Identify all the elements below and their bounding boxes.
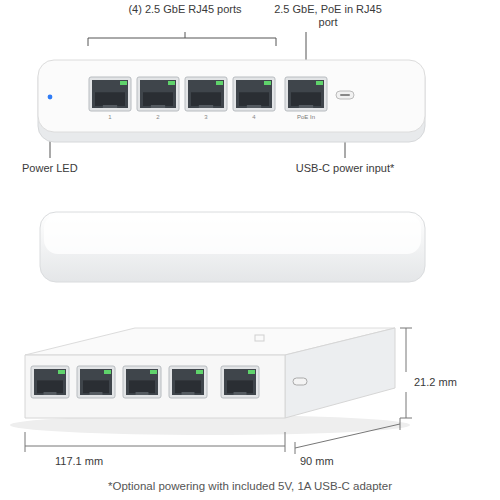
illustration-part xyxy=(44,214,421,254)
rj45-port-latch xyxy=(234,392,247,395)
rj45-port xyxy=(137,77,179,111)
illustration-part xyxy=(336,91,354,99)
poe-port-callout: 2.5 GbE, PoE in RJ45 port xyxy=(272,3,384,29)
rj45-port-led xyxy=(316,81,323,85)
rj45-port-latch xyxy=(299,105,313,108)
illustration-part xyxy=(400,328,412,418)
rj45-port-latch xyxy=(103,105,117,108)
illustration-part xyxy=(185,32,186,38)
illustration-part xyxy=(295,418,400,454)
illustration-part xyxy=(40,212,425,282)
rj45-port-contacts xyxy=(95,92,125,106)
port-number: 2 xyxy=(152,113,164,121)
rj45-port-contacts xyxy=(143,92,173,106)
rj45-port-led xyxy=(168,81,175,85)
rj45-port-contacts xyxy=(239,92,269,106)
rj45-port-led xyxy=(120,81,127,85)
rj45-port-led xyxy=(264,81,271,85)
rj45-port-latch xyxy=(90,392,103,395)
port-group-callout: (4) 2.5 GbE RJ45 ports xyxy=(120,3,250,16)
rj45-port-opening xyxy=(140,80,176,108)
rj45-port-opening xyxy=(288,80,324,108)
rj45-port-led xyxy=(196,370,203,374)
rj45-port-opening xyxy=(80,369,112,395)
rj45-port-latch xyxy=(136,392,149,395)
rj45-port-opening xyxy=(236,80,272,108)
rj45-port-contacts xyxy=(291,92,321,106)
rj45-port-latch xyxy=(182,392,195,395)
height-dimension: 21.2 mm xyxy=(412,376,459,389)
width-dimension: 117.1 mm xyxy=(55,455,135,468)
rj45-port xyxy=(221,366,259,398)
illustration-part xyxy=(285,328,395,418)
rj45-port xyxy=(185,77,227,111)
footnote: *Optional powering with included 5V, 1A … xyxy=(0,480,500,494)
port-number: 4 xyxy=(248,113,260,121)
rj45-port-latch xyxy=(151,105,165,108)
rj45-port-opening xyxy=(172,369,204,395)
rj45-port-led xyxy=(104,370,111,374)
rj45-port-contacts xyxy=(129,380,155,393)
illustration-part xyxy=(293,378,307,385)
depth-dimension: 90 mm xyxy=(300,455,370,468)
rj45-port-opening xyxy=(92,80,128,108)
dimension-lines xyxy=(25,328,412,454)
rj45-port-contacts xyxy=(227,380,253,393)
port-number: 3 xyxy=(200,113,212,121)
rj45-port-contacts xyxy=(83,380,109,393)
illustration-part xyxy=(25,432,285,452)
illustration-part xyxy=(88,38,276,46)
rj45-port-opening xyxy=(224,369,256,395)
front-view xyxy=(38,60,425,142)
rj45-port xyxy=(77,366,115,398)
rj45-port-latch xyxy=(199,105,213,108)
rj45-port-led xyxy=(58,370,65,374)
rj45-port-led xyxy=(216,81,223,85)
rj45-port-contacts xyxy=(175,380,201,393)
rj45-port-opening xyxy=(126,369,158,395)
illustration-part xyxy=(31,366,259,398)
rj45-port-led xyxy=(248,370,255,374)
illustration-part xyxy=(255,335,264,341)
illustration-part xyxy=(38,60,425,132)
illustration-part xyxy=(25,355,285,418)
rj45-port xyxy=(169,366,207,398)
rj45-port-opening xyxy=(188,80,224,108)
rj45-port xyxy=(89,77,131,111)
rj45-port-latch xyxy=(247,105,261,108)
rj45-port-contacts xyxy=(37,380,63,393)
poe-port-marking: PoE In xyxy=(290,113,322,121)
illustration-part xyxy=(48,95,53,100)
led-callout: Power LED xyxy=(22,162,102,175)
side-view xyxy=(40,212,425,282)
rj45-port-led xyxy=(150,370,157,374)
illustration-part xyxy=(340,94,350,96)
rj45-port xyxy=(31,366,69,398)
rj45-port-latch xyxy=(44,392,57,395)
perspective-view xyxy=(10,328,410,435)
rj45-port xyxy=(285,77,327,111)
rj45-port xyxy=(233,77,275,111)
illustration-part xyxy=(89,77,327,111)
rj45-port-contacts xyxy=(191,92,221,106)
usb-c-callout: USB-C power input* xyxy=(280,162,410,175)
rj45-port-opening xyxy=(34,369,66,395)
port-number: 1 xyxy=(104,113,116,121)
rj45-port xyxy=(123,366,161,398)
